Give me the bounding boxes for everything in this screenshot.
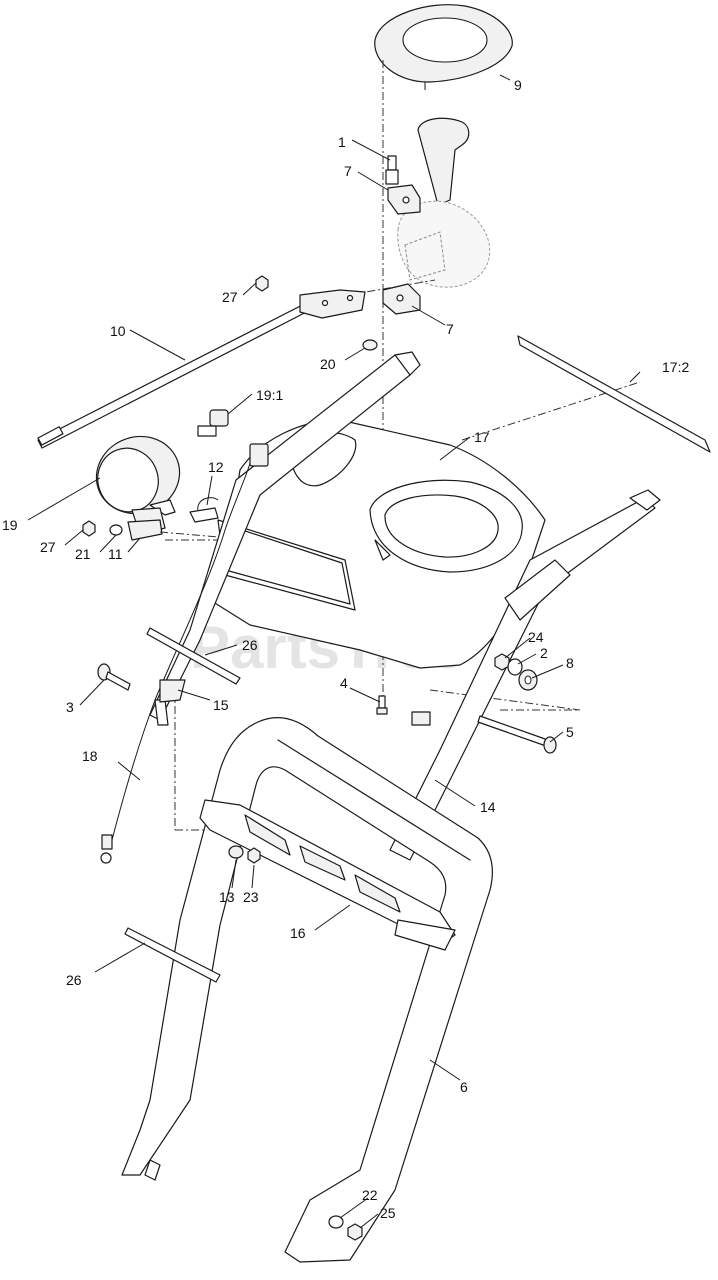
part-10-shift-rod bbox=[37, 297, 321, 449]
part-26-cable-tie-upper bbox=[146, 627, 241, 685]
part-7-clamp-top bbox=[387, 184, 421, 215]
callout-7-top: 7 bbox=[344, 163, 352, 179]
callout-15: 15 bbox=[213, 697, 229, 713]
callout-10: 10 bbox=[110, 323, 126, 339]
callout-leader-lines bbox=[27, 74, 641, 1229]
callout-21: 21 bbox=[75, 546, 91, 562]
callout-27-top: 27 bbox=[222, 289, 238, 305]
callout-4: 4 bbox=[340, 675, 348, 691]
part-16-cross-bar bbox=[199, 799, 456, 951]
part-19-headlight bbox=[95, 435, 181, 536]
callout-12: 12 bbox=[208, 459, 224, 475]
callout-16: 16 bbox=[290, 925, 306, 941]
part-7-clamp-bottom bbox=[382, 283, 421, 315]
part-17-dash-panel bbox=[209, 419, 546, 669]
callout-20: 20 bbox=[320, 356, 336, 372]
part-20-pin bbox=[362, 339, 378, 351]
part-27-nut-top bbox=[255, 275, 269, 292]
callout-26-lower: 26 bbox=[66, 972, 82, 988]
callout-22: 22 bbox=[362, 1187, 378, 1203]
callout-17-2: 17:2 bbox=[662, 359, 689, 375]
part-19-1-bulb bbox=[197, 409, 229, 437]
callout-6: 6 bbox=[460, 1079, 468, 1095]
part-12-clip bbox=[189, 497, 219, 523]
part-18-harness bbox=[100, 443, 269, 864]
callout-3: 3 bbox=[66, 699, 74, 715]
headlight-assembly-line bbox=[159, 531, 231, 539]
callout-27-mid: 27 bbox=[40, 539, 56, 555]
part-9-bezel bbox=[374, 4, 513, 90]
part-5-bolt bbox=[477, 715, 557, 754]
callout-23: 23 bbox=[243, 889, 259, 905]
callout-18: 18 bbox=[82, 748, 98, 764]
part-6-lower-handle bbox=[121, 717, 493, 1263]
callout-17: 17 bbox=[474, 429, 490, 445]
callout-13: 13 bbox=[219, 889, 235, 905]
callout-26-upper: 26 bbox=[242, 637, 258, 653]
callout-9: 9 bbox=[514, 77, 522, 93]
callout-14: 14 bbox=[480, 799, 496, 815]
part-13-23-hardware bbox=[228, 845, 261, 864]
callout-24: 24 bbox=[528, 629, 544, 645]
callout-8: 8 bbox=[566, 655, 574, 671]
part-4-screw bbox=[376, 695, 431, 726]
part-15-bracket bbox=[159, 679, 186, 703]
callout-labels: 9 1 7 27 7 10 20 17:2 19:1 17 12 19 27 2… bbox=[2, 77, 689, 1221]
callout-1: 1 bbox=[338, 134, 346, 150]
part-11-bracket bbox=[127, 519, 163, 541]
shift-lever-ghost bbox=[397, 117, 491, 288]
part-22-25-hardware bbox=[328, 1215, 363, 1241]
callout-19-1: 19:1 bbox=[256, 387, 283, 403]
callout-7-bottom: 7 bbox=[446, 321, 454, 337]
callout-25: 25 bbox=[380, 1205, 396, 1221]
part-3-bolt bbox=[97, 663, 131, 691]
part-shift-link-bracket bbox=[299, 289, 366, 319]
part-24-2-8-hardware bbox=[494, 653, 538, 691]
part-1-bolt bbox=[385, 155, 399, 185]
callout-2: 2 bbox=[540, 645, 548, 661]
part-26-cable-tie-lower bbox=[124, 927, 221, 983]
callout-5: 5 bbox=[566, 724, 574, 740]
callout-19: 19 bbox=[2, 517, 18, 533]
part-17-2-decal bbox=[517, 335, 711, 453]
part-21-27-hardware bbox=[82, 520, 123, 537]
callout-11: 11 bbox=[108, 546, 123, 562]
